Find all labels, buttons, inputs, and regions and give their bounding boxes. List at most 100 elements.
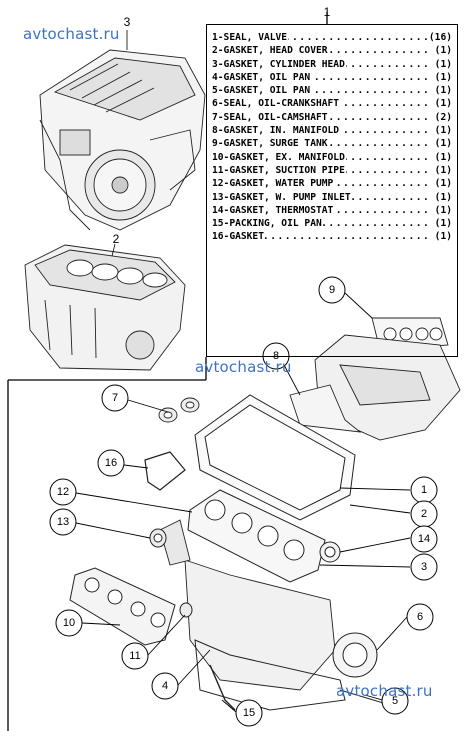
kit-item-label: 16-GASKET — [212, 231, 265, 243]
kit-item-qty: (1) — [434, 217, 452, 231]
kit-number: 1 — [324, 5, 331, 19]
oil-pan-gasket-illustration — [194, 639, 346, 711]
watermark-bottom: avtochast.ru — [336, 682, 433, 700]
kit-item-qty: (1) — [434, 177, 452, 191]
kit-item-qty: (1) — [434, 124, 452, 138]
watermark-middle: avtochast.ru — [195, 358, 292, 376]
kit-item-label: 14-GASKET, THERMOSTAT — [212, 204, 335, 216]
kit-item-label: 11-GASKET, SUCTION PIPE — [212, 164, 346, 176]
kit-contents-box — [206, 24, 458, 357]
dot-leader: ........................................… — [212, 85, 432, 97]
kit-item: ........................................… — [212, 31, 454, 45]
kit-item: ........................................… — [212, 163, 454, 178]
kit-item-qty: (1) — [434, 150, 452, 164]
svg-text:6: 6 — [417, 611, 423, 623]
kit-item: ........................................… — [212, 177, 454, 191]
kit-item: ........................................… — [212, 84, 454, 98]
svg-text:12: 12 — [57, 486, 69, 498]
water-pump-inlet-gasket-illustration — [149, 528, 167, 548]
svg-text:3: 3 — [421, 561, 427, 573]
svg-text:9: 9 — [329, 284, 335, 296]
kit-item: ........................................… — [212, 70, 454, 85]
svg-text:14: 14 — [418, 533, 430, 545]
watermark-top: avtochast.ru — [23, 25, 120, 43]
kit-item: ........................................… — [212, 124, 454, 138]
callout-13: 13 — [49, 508, 77, 536]
dot-leader: ........................................… — [212, 71, 432, 83]
kit-item-label: 12-GASKET, WATER PUMP — [212, 178, 335, 190]
kit-item: ........................................… — [212, 137, 454, 151]
cylinder-block-illustration — [24, 244, 186, 371]
svg-text:7: 7 — [112, 392, 118, 404]
kit-item-label: 6-SEAL, OIL-CRANKSHAFT — [212, 98, 341, 110]
exhaust-manifold-gasket-illustration — [69, 567, 176, 646]
camshaft-seals-illustration — [158, 397, 200, 423]
kit-item-label: 5-GASKET, OIL PAN — [212, 85, 312, 97]
cylinder-head-gasket-illustration — [187, 489, 326, 583]
svg-text:10: 10 — [63, 617, 75, 629]
svg-text:2: 2 — [421, 508, 427, 520]
callout-3: 3 — [410, 553, 438, 581]
intake-manifold-illustration — [289, 334, 461, 441]
svg-text:13: 13 — [57, 516, 69, 528]
callout-11: 11 — [121, 642, 149, 670]
kit-item-label: 1-SEAL, VALVE — [212, 32, 289, 43]
kit-item: ........................................… — [212, 230, 454, 244]
gasket-16-illustration — [144, 451, 186, 491]
kit-item: ........................................… — [212, 110, 454, 125]
callout-6: 6 — [406, 603, 434, 631]
kit-item-qty: (1) — [434, 190, 452, 204]
kit-item-label: 8-GASKET, IN. MANIFOLD — [212, 125, 341, 137]
kit-item-label: 13-GASKET, W. PUMP INLET — [212, 191, 352, 203]
kit-bracket — [7, 12, 328, 731]
callout-9: 9 — [318, 276, 346, 304]
svg-text:1: 1 — [421, 484, 427, 496]
callout-5: 5 — [381, 687, 409, 715]
thermostat-gasket-illustration — [319, 541, 341, 563]
kit-item: ........................................… — [212, 203, 454, 218]
oil-pan-packing-illustration — [209, 664, 236, 711]
svg-text:15: 15 — [243, 707, 255, 719]
kit-item-qty: (1) — [434, 230, 452, 244]
kit-contents-list: ........................................… — [212, 31, 454, 244]
kit-item-label: 7-SEAL, OIL-CAMSHAFT — [212, 111, 329, 123]
kit-item-qty: (16) — [428, 31, 452, 45]
cylinder-block-ref: 2 — [113, 232, 120, 246]
leader-lines — [75, 292, 411, 713]
svg-text:5: 5 — [392, 695, 398, 707]
kit-item: ........................................… — [212, 97, 454, 111]
svg-text:11: 11 — [129, 650, 140, 662]
callout-2: 2 — [410, 500, 438, 528]
kit-item-label: 9-GASKET, SURGE TANK — [212, 138, 329, 150]
kit-item: ........................................… — [212, 57, 454, 71]
callout-1: 1 — [410, 476, 438, 504]
suction-pipe-gasket-illustration — [179, 602, 193, 618]
head-cover-gasket-illustration — [194, 394, 356, 521]
kit-item-qty: (1) — [434, 203, 452, 218]
kit-item-qty: (1) — [434, 163, 452, 178]
crankshaft-seal-illustration — [332, 632, 378, 678]
kit-item: ........................................… — [212, 217, 454, 231]
kit-item-label: 15-PACKING, OIL PAN — [212, 218, 323, 230]
engine-assembly-illustration — [39, 49, 206, 231]
kit-item-qty: (1) — [434, 137, 452, 151]
kit-item: ........................................… — [212, 44, 454, 58]
callout-10: 10 — [55, 609, 83, 637]
lower-block-illustration — [159, 519, 336, 691]
kit-item-qty: (1) — [434, 84, 452, 98]
callout-15: 15 — [235, 699, 263, 727]
dot-leader: ........................................… — [212, 231, 432, 243]
kit-item-label: 4-GASKET, OIL PAN — [212, 71, 312, 83]
kit-item: ........................................… — [212, 190, 454, 204]
callout-4: 4 — [151, 672, 179, 700]
callout-16: 16 — [97, 449, 125, 477]
kit-item-qty: (1) — [434, 97, 452, 111]
kit-item-label: 10-GASKET, EX. MANIFOLD — [212, 151, 346, 163]
kit-item-qty: (2) — [434, 110, 452, 125]
svg-text:4: 4 — [162, 680, 168, 692]
kit-item: ........................................… — [212, 150, 454, 164]
callout-14: 14 — [410, 525, 438, 553]
kit-item-label: 2-GASKET, HEAD COVER — [212, 45, 329, 57]
